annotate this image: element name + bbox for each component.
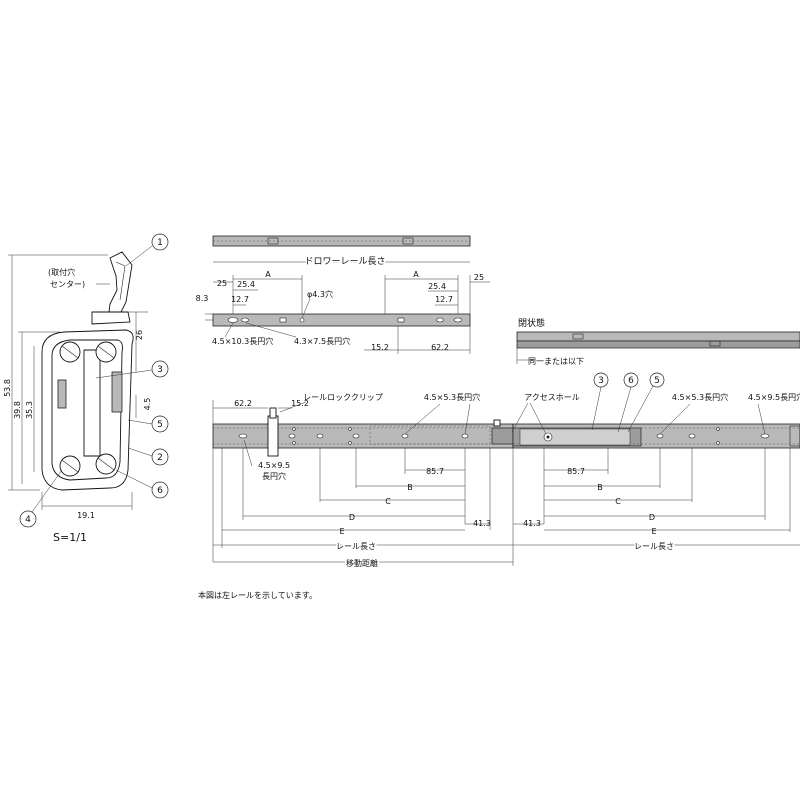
callout-6-main: 6	[617, 372, 639, 433]
dim-19-1: 19.1	[77, 511, 95, 520]
callout-5: 5	[127, 415, 169, 433]
dim-A-left: A	[265, 270, 271, 279]
dim-41-3-left: 41.3	[473, 519, 491, 528]
dim-8-3: 8.3	[196, 294, 209, 303]
svg-text:5: 5	[157, 420, 163, 430]
main-rail-left: 62.2 15.2 レールロッククリップ 4.5×5.3長円穴 4.5×9.5 …	[212, 392, 514, 562]
callout-4: 4	[19, 469, 63, 528]
dim-25-4-right: 25.4	[428, 282, 446, 291]
closed-state-view: 閉状態 同一または以下	[516, 317, 800, 366]
dim-62-2: 62.2	[431, 343, 449, 352]
footnote: 本図は左レールを示しています。	[198, 590, 317, 600]
dim-15-2-left: 15.2	[291, 399, 309, 408]
dim-B-right: B	[597, 483, 603, 492]
dim-39-8: 39.8	[13, 401, 22, 419]
svg-text:4: 4	[25, 515, 31, 525]
dim-26: 26	[135, 330, 144, 340]
mount-hole-note-line2: センター)	[50, 280, 85, 289]
dim-E-right: E	[651, 527, 656, 536]
drawer-rail-views: ドロワーレール長さ 25 A 25.4 12.7 8.3 φ4.3穴 A 25 …	[196, 235, 490, 354]
dim-C-left: C	[385, 497, 391, 506]
dim-25-right: 25	[474, 273, 484, 282]
dim-62-2-left: 62.2	[234, 399, 252, 408]
clip-part-1	[107, 251, 133, 321]
dim-C-right: C	[615, 497, 621, 506]
slot-4-5x9-5-left-line2: 長円穴	[262, 471, 286, 481]
svg-text:5: 5	[654, 376, 660, 386]
closed-state-note: 同一または以下	[528, 357, 584, 366]
travel-distance-label: 移動距離	[346, 558, 378, 568]
svg-text:3: 3	[598, 376, 604, 386]
svg-text:6: 6	[157, 486, 163, 496]
slot-4-5x9-5-left-line1: 4.5×9.5	[258, 461, 290, 470]
callout-5-main: 5	[627, 372, 665, 433]
rail-lock-clip	[267, 415, 279, 457]
dim-25-left: 25	[217, 279, 227, 288]
svg-text:1: 1	[157, 238, 163, 248]
dim-85-7-left: 85.7	[426, 467, 444, 476]
svg-text:2: 2	[157, 453, 163, 463]
mount-hole-note-line1: (取付穴	[48, 267, 75, 277]
slot-4-5x5-3-left-label: 4.5×5.3長円穴	[424, 392, 480, 402]
rail-length-left: レール長さ	[336, 542, 376, 551]
dim-25-4-left: 25.4	[237, 280, 255, 289]
dim-53-8: 53.8	[3, 379, 12, 397]
callout-3: 3	[95, 360, 169, 379]
dim-D-right: D	[649, 513, 655, 522]
dim-4-5: 4.5	[143, 398, 152, 411]
dim-E-left: E	[339, 527, 344, 536]
dim-D-left: D	[349, 513, 355, 522]
cross-section-view: 53.8 39.8 35.3 26 4.5 19.1 (取付穴 センター) S=…	[3, 233, 169, 544]
main-rail-right: アクセスホール 3 6 5 4.5×5.3長円穴 4.5×9.5長円穴	[511, 372, 800, 566]
access-hole-label: アクセスホール	[524, 393, 580, 402]
drawer-rail-side-view	[212, 313, 471, 327]
closed-state-title: 閉状態	[518, 317, 545, 329]
drawer-rail-length-label: ドロワーレール長さ	[304, 256, 385, 267]
mount-plate	[91, 311, 131, 325]
callout-1: 1	[125, 233, 169, 267]
callout-2: 2	[127, 447, 169, 466]
slot-4-5x9-5-right-label: 4.5×9.5長円穴	[748, 392, 800, 402]
rail-length-right: レール長さ	[634, 542, 674, 551]
dim-41-3-right: 41.3	[523, 519, 541, 528]
travel-distance: 移動距離	[213, 557, 513, 570]
svg-text:3: 3	[157, 365, 163, 375]
ball-retainer	[519, 428, 631, 446]
rail-lock-clip-label: レールロッククリップ	[303, 393, 383, 402]
svg-text:6: 6	[628, 376, 634, 386]
slot-4-3x7-5-label: 4.3×7.5長円穴	[294, 336, 350, 346]
callout-6: 6	[115, 469, 169, 499]
dim-12-7-right: 12.7	[435, 295, 453, 304]
scale-label: S=1/1	[53, 531, 87, 544]
dim-12-7-left: 12.7	[231, 295, 249, 304]
phi-4-3-hole: φ4.3穴	[307, 289, 333, 299]
dim-85-7-right: 85.7	[567, 467, 585, 476]
slot-4-5x10-3-label: 4.5×10.3長円穴	[212, 336, 273, 346]
dim-A-right: A	[413, 270, 419, 279]
slot-4-5x5-3-right-label: 4.5×5.3長円穴	[672, 392, 728, 402]
callout-3-main: 3	[591, 372, 609, 431]
dim-15-2: 15.2	[371, 343, 389, 352]
dim-B-left: B	[407, 483, 413, 492]
dim-35-3: 35.3	[25, 401, 34, 419]
